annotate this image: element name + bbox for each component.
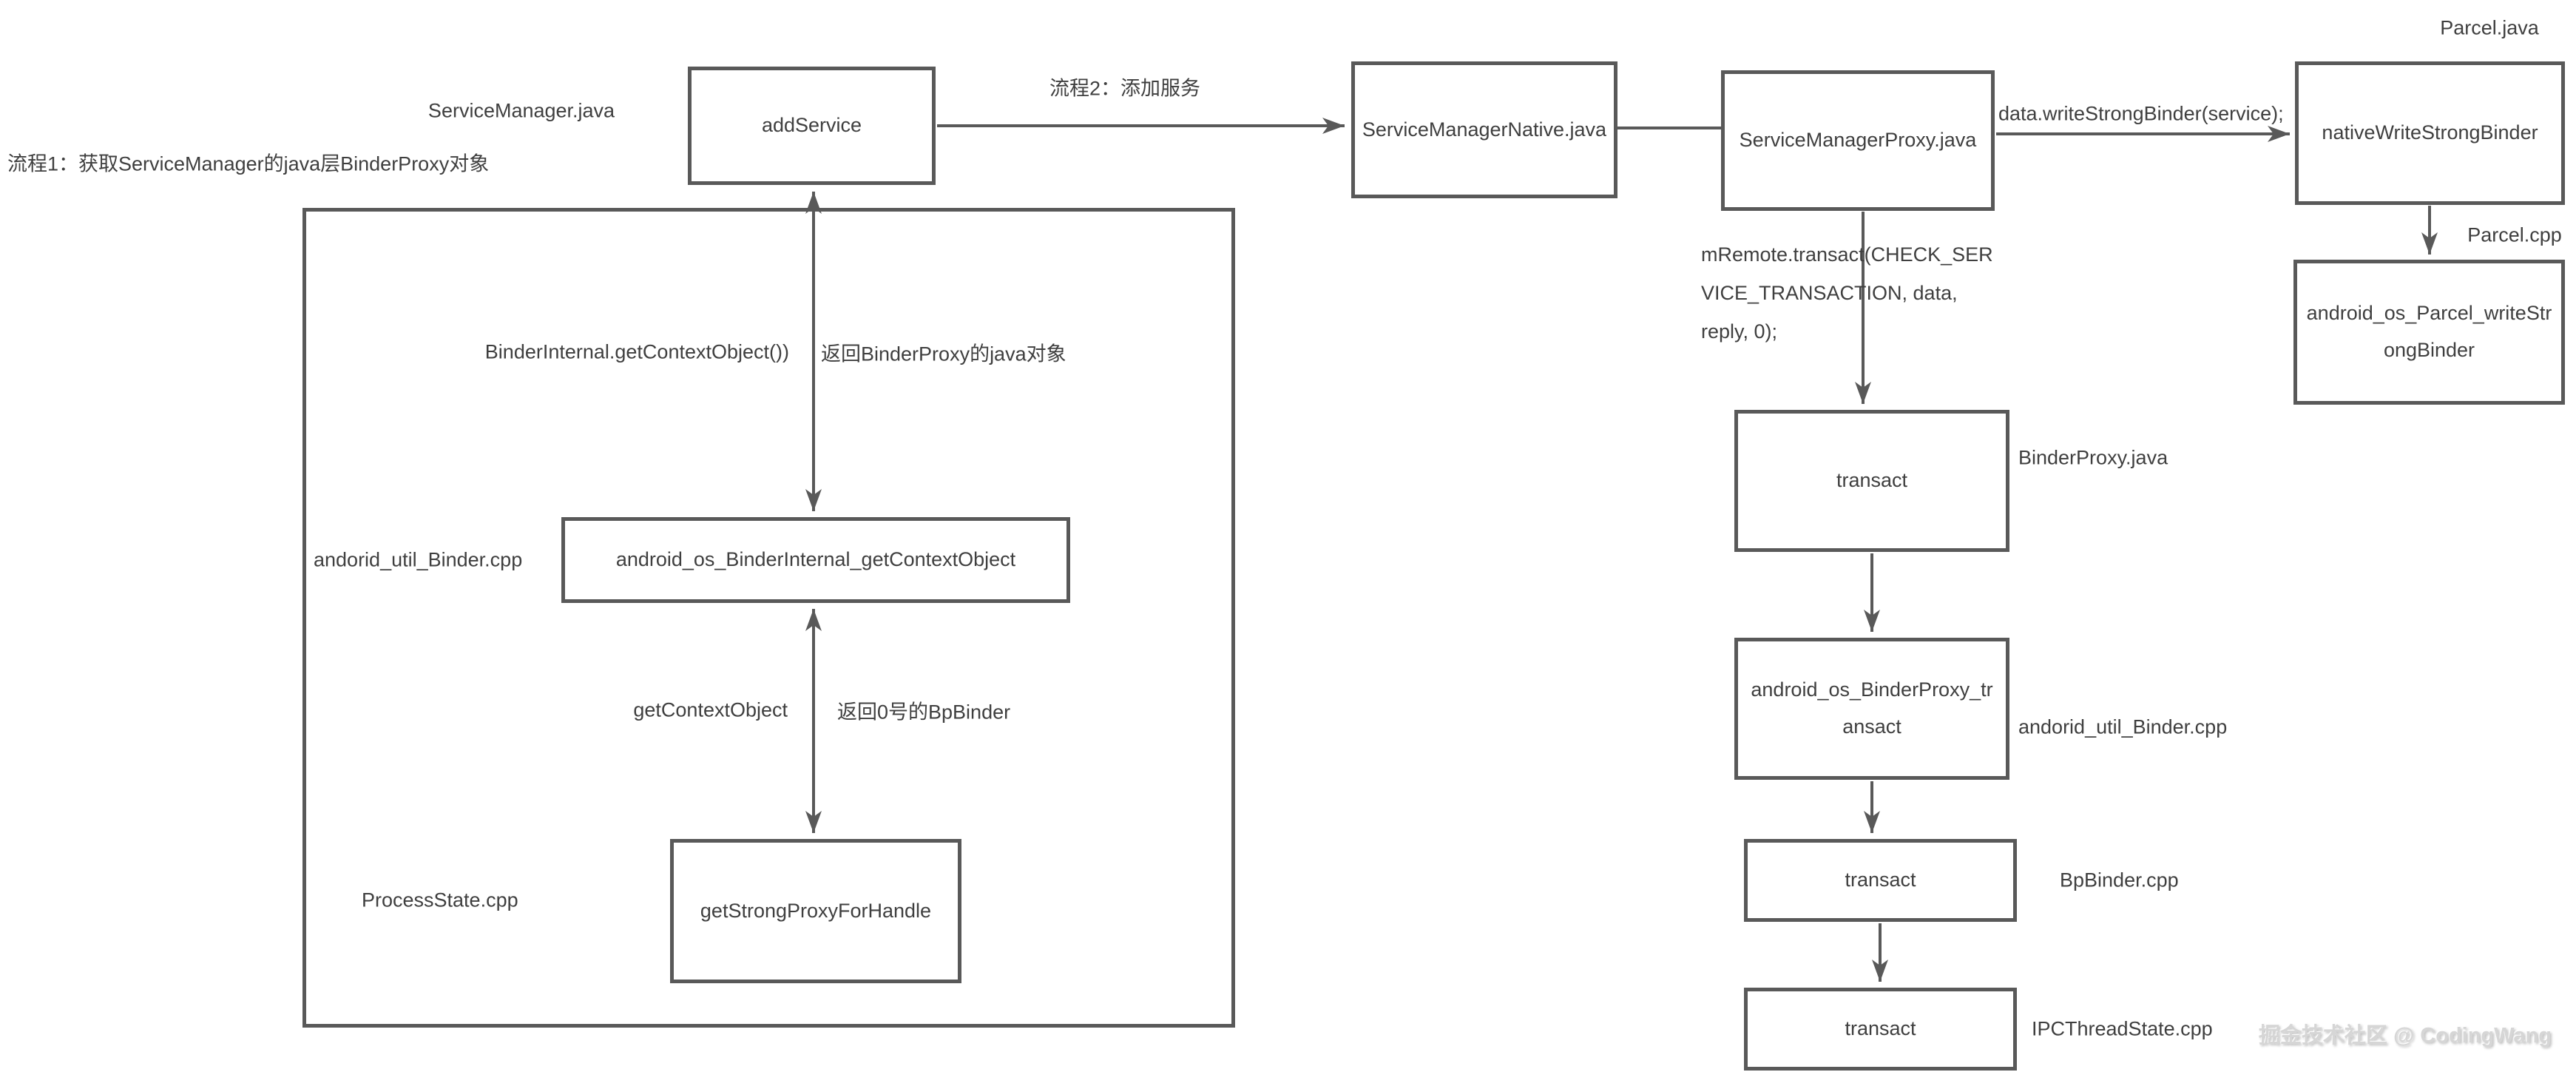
transact-binderproxy-box-label: transact xyxy=(1836,469,1908,492)
nativewritestrongbinder-box: nativeWriteStrongBinder xyxy=(2295,61,2565,205)
addservice-box-label: addService xyxy=(761,114,862,137)
bpbinder-cpp-label: BpBinder.cpp xyxy=(2060,869,2179,891)
binderproxy-java-label: BinderProxy.java xyxy=(2018,446,2168,469)
android-os-binderinternal-getcontextobject-box-label: android_os_BinderInternal_getContextObje… xyxy=(615,548,1016,571)
servicemanagernative-box: ServiceManagerNative.java xyxy=(1351,61,1617,198)
return-binderproxy-java-object-annotation: 返回BinderProxy的java对象 xyxy=(821,343,1066,365)
android-os-binderproxy-transact-box-label: android_os_BinderProxy_transact xyxy=(1751,678,1993,738)
android-os-binderinternal-getcontextobject-box: android_os_BinderInternal_getContextObje… xyxy=(561,517,1070,603)
return-bpbinder-annotation: 返回0号的BpBinder xyxy=(837,701,1011,724)
getcontextobject-annotation: getContextObject xyxy=(633,698,788,721)
binderinternal-getcontextobject-annotation: BinderInternal.getContextObject()) xyxy=(484,340,789,363)
addservice-box: addService xyxy=(688,67,936,185)
servicemanagerproxy-box: ServiceManagerProxy.java xyxy=(1721,70,1995,211)
andorid-util-binder-cpp-right-label: andorid_util_Binder.cpp xyxy=(2018,715,2228,738)
transact-ipcthreadstate-box: transact xyxy=(1744,988,2017,1071)
getstrongproxyforhandle-box-label: getStrongProxyForHandle xyxy=(700,899,932,922)
servicemanagernative-box-label: ServiceManagerNative.java xyxy=(1362,118,1607,141)
parcel-java-label: Parcel.java xyxy=(2440,16,2539,39)
mremote-transact-annotation: mRemote.transact(CHECK_SER VICE_TRANSACT… xyxy=(1701,235,1993,351)
mremote-transact-line3: reply, 0); xyxy=(1701,320,1778,343)
data-writestrongbinder-annotation: data.writeStrongBinder(service); xyxy=(1998,102,2284,125)
transact-bpbinder-box-label: transact xyxy=(1845,869,1916,891)
android-os-parcel-writestrongbinder-box: android_os_Parcel_writeStrongBinder xyxy=(2293,260,2565,405)
flow2-title: 流程2：添加服务 xyxy=(1049,77,1201,100)
mremote-transact-line1: mRemote.transact(CHECK_SER xyxy=(1701,243,1993,266)
servicemanager-java-label: ServiceManager.java xyxy=(427,99,615,122)
servicemanagerproxy-box-label: ServiceManagerProxy.java xyxy=(1739,129,1977,152)
android-os-binderproxy-transact-box: android_os_BinderProxy_transact xyxy=(1734,638,2009,780)
processstate-cpp-label: ProcessState.cpp xyxy=(362,889,518,911)
parcel-cpp-label: Parcel.cpp xyxy=(2467,223,2562,246)
nativewritestrongbinder-box-label: nativeWriteStrongBinder xyxy=(2322,121,2538,144)
andorid-util-binder-cpp-left-label: andorid_util_Binder.cpp xyxy=(314,548,523,571)
transact-bpbinder-box: transact xyxy=(1744,839,2017,922)
android-os-parcel-writestrongbinder-box-label: android_os_Parcel_writeStrongBinder xyxy=(2306,302,2552,361)
transact-binderproxy-box: transact xyxy=(1734,410,2009,552)
transact-ipcthreadstate-box-label: transact xyxy=(1845,1017,1916,1040)
ipcthreadstate-cpp-label: IPCThreadState.cpp xyxy=(2032,1017,2213,1040)
watermark: 掘金技术社区 @ CodingWang xyxy=(2258,1024,2552,1048)
mremote-transact-line2: VICE_TRANSACTION, data, xyxy=(1701,282,1958,304)
flow1-title: 流程1：获取ServiceManager的java层BinderProxy对象 xyxy=(7,152,490,175)
getstrongproxyforhandle-box: getStrongProxyForHandle xyxy=(670,839,961,983)
